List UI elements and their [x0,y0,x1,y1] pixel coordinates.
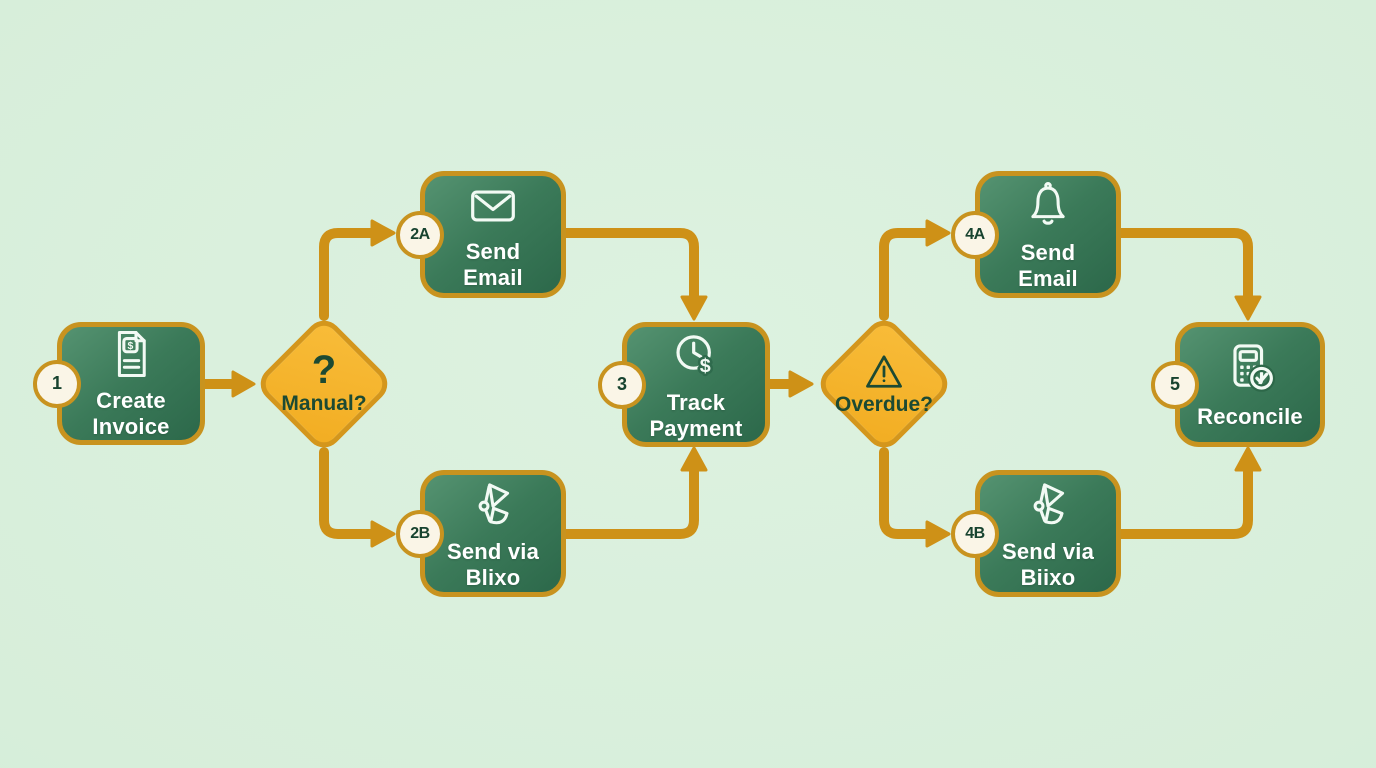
node-reconcile: 5 Reconcile [1151,322,1325,447]
arrowhead-icon [680,295,708,321]
step-badge: 4A [951,210,999,259]
connector-manual-to-2a [319,228,378,321]
connector-overdue-to-4a [879,228,933,321]
step-badge: 2B [396,509,444,558]
arrowhead-icon [231,370,256,398]
decision-overdue: Overdue? [813,313,955,455]
step-badge: 2A [396,210,444,259]
blixo-logo-icon [1033,482,1065,524]
step-badge: 4B [951,509,999,558]
arrowhead-icon [370,219,396,247]
arrowhead-icon [370,520,396,548]
connector-4b-to-reconcile [1116,464,1253,539]
arrowhead-icon [788,370,814,398]
decision-label: Overdue? [834,393,934,416]
arrowhead-icon [925,219,951,247]
svg-text:$: $ [700,355,711,377]
connector-4a-to-reconcile [1116,228,1253,303]
decision-label: Manual? [281,392,367,415]
calculator-check-icon [1233,343,1276,392]
email-icon [471,190,515,222]
arrowhead-icon [1234,446,1262,472]
arrowhead-icon [680,446,708,472]
bell-icon [1031,181,1065,225]
invoice-icon: $ [117,330,146,377]
connector-2a-to-track [561,228,699,303]
svg-text:$: $ [128,341,134,352]
warning-triangle-icon [866,355,902,388]
arrowhead-icon [1234,295,1262,321]
connector-manual-to-2b [319,447,378,539]
step-badge: 5 [1151,360,1199,409]
clock-dollar-icon: $ [676,334,713,379]
connector-2b-to-track [561,464,699,539]
step-badge: 1 [33,359,81,408]
arrowhead-icon [925,520,951,548]
step-badge: 3 [598,360,646,409]
decision-manual: ? Manual? [253,313,395,455]
node-label: Reconcile [1197,403,1303,429]
connector-overdue-to-4b [879,447,933,539]
question-mark-icon: ? [311,348,337,392]
blixo-logo-icon [478,482,510,524]
